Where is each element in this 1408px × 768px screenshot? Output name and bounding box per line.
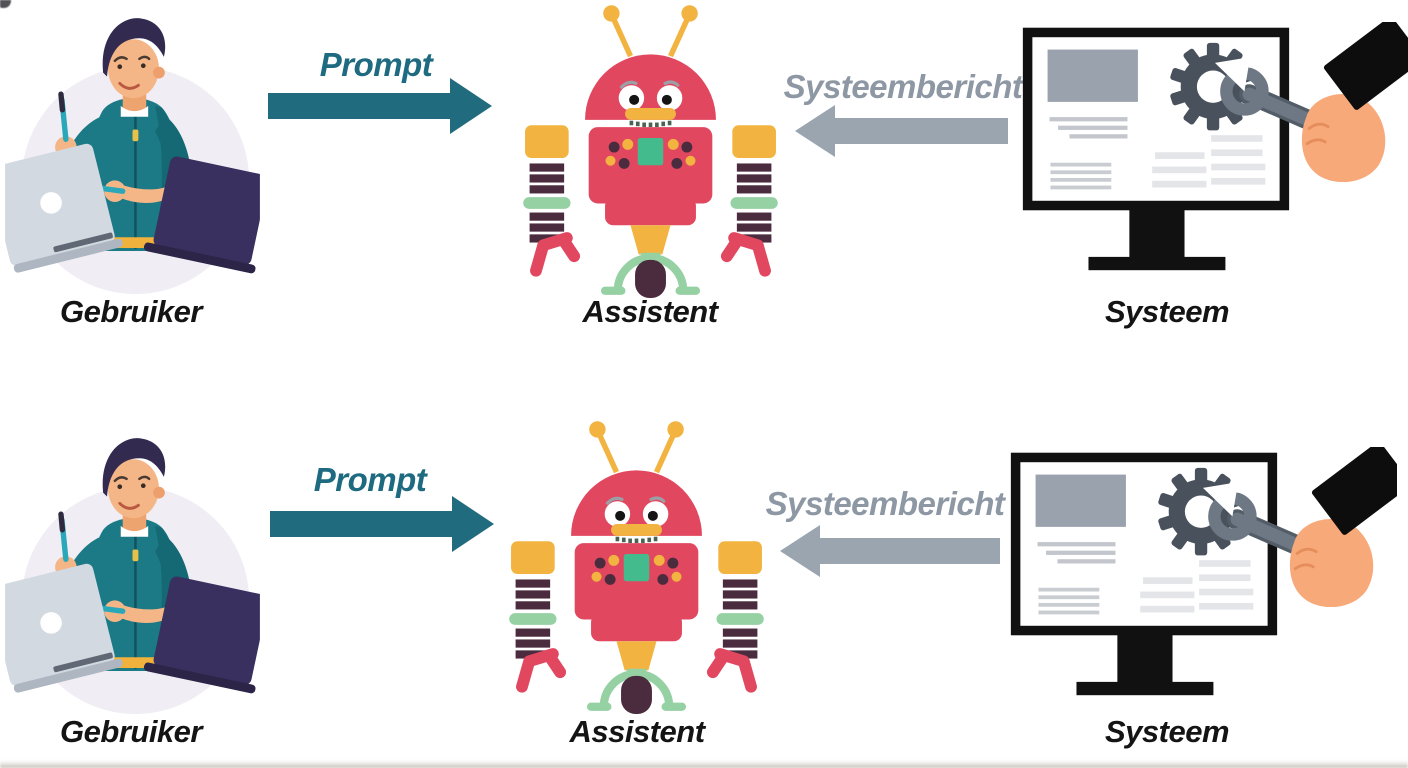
system-message-arrow-shape [795, 105, 1008, 157]
system-message-arrow-shape [780, 525, 1000, 577]
prompt-arrow-icon [268, 78, 492, 134]
bottom-edge-artifact [0, 760, 1408, 768]
prompt-arrow-shape [268, 78, 492, 134]
user-at-laptop-illustration [5, 424, 260, 718]
system-message-arrow-icon [795, 105, 1008, 157]
system-message-arrow-label: Systeembericht [783, 68, 1023, 105]
prompt-arrow-label: Prompt [319, 46, 433, 83]
prompt-arrow-icon [270, 496, 494, 552]
prompt-arrow-shape [270, 496, 494, 552]
user-at-laptop-illustration [5, 4, 260, 298]
system-message-arrow-label: Systeembericht [765, 485, 1005, 522]
assistant-node-label: Assistent [569, 714, 705, 749]
assistant-node-label: Assistent [582, 294, 718, 329]
system-message-arrow-icon [780, 525, 1000, 577]
system-node-label: Systeem [1104, 714, 1230, 749]
robot-assistant-illustration [514, 0, 787, 298]
prompt-arrow-label: Prompt [313, 461, 427, 498]
user-node-label: Gebruiker [60, 714, 202, 749]
corner-artifact [0, 0, 11, 8]
user-node-label: Gebruiker [60, 294, 202, 329]
system-node-label: Systeem [1104, 294, 1230, 329]
robot-assistant-illustration [500, 414, 773, 714]
system-monitor-illustration [1019, 22, 1408, 274]
system-monitor-illustration [1007, 447, 1397, 699]
